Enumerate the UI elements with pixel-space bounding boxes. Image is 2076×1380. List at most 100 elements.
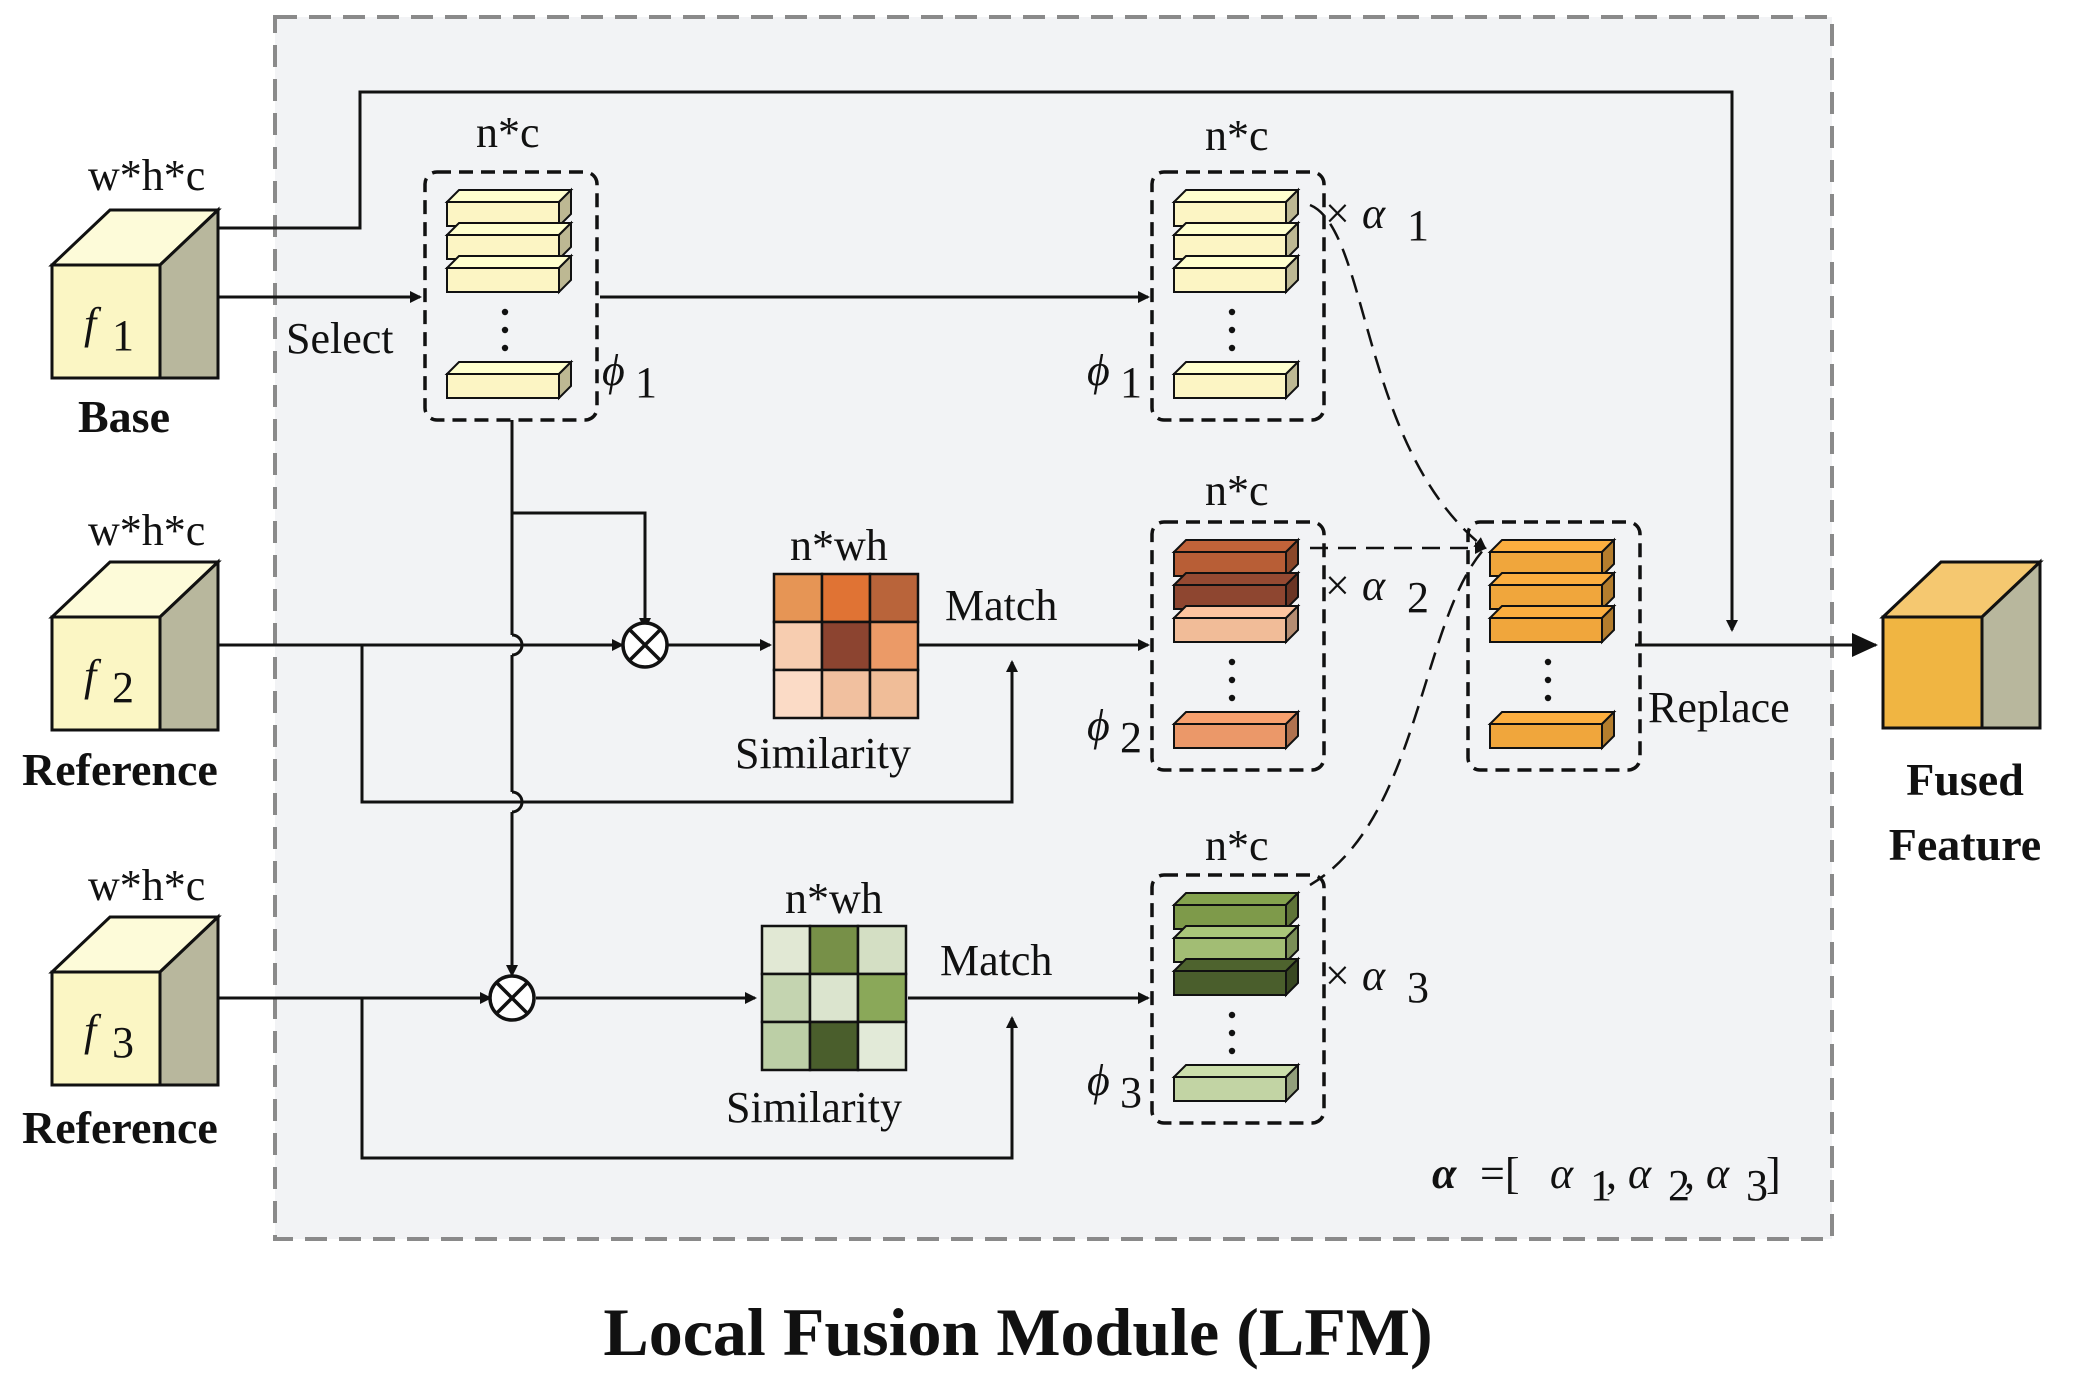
svg-text:α: α [1550,1149,1574,1198]
phi2-stack-bar-3 [1171,603,1301,645]
phi2-stack-bar-last [1171,709,1301,751]
select-stack [423,170,599,422]
fused-feature-cube [1879,558,2044,730]
fused-stack [1466,520,1642,772]
svg-text:1: 1 [1590,1161,1612,1210]
select-stack-bar-1 [444,187,574,229]
similarity-grid-1-cell [772,668,824,720]
phi1-stack-bar-1 [1171,187,1301,229]
similarity-grid-1-cell [820,620,872,672]
phi3-stack-bar-2 [1171,923,1301,965]
feature-stacks [423,170,1642,1125]
input-f3-dims: w*h*c [88,861,205,910]
similarity-grid-1-cell [820,668,872,720]
similarity-grid-1-cell [772,620,824,672]
input-f1-caption: Base [78,391,170,442]
similarity-grids [760,572,920,1072]
phi2-label: ϕ 2 [1087,701,1142,762]
match2-label: Match [940,936,1052,985]
phi3-stack-bar-3 [1171,956,1301,998]
svg-text:×: × [1325,189,1350,238]
similarity2-label: Similarity [726,1083,902,1132]
alpha3-label: × α 3 [1325,951,1429,1012]
svg-text:,: , [1684,1149,1695,1198]
input-cube-f2: f 2 [48,558,222,732]
phi2-stack-dims: n*c [1205,466,1269,515]
svg-text:2: 2 [1668,1161,1690,1210]
svg-text:1: 1 [1120,358,1142,407]
output-line1: Fused [1906,754,2024,805]
phi-select: ϕ 1 [602,346,657,407]
similarity-grid-1-cell [868,620,920,672]
fused-stack-bar-1 [1487,537,1617,579]
svg-text:3: 3 [1746,1161,1768,1210]
phi3-stack-bar-1 [1171,890,1301,932]
similarity-grid-2-cell [856,1020,908,1072]
input-f2-dims: w*h*c [88,506,205,555]
match1-label: Match [945,581,1057,630]
similarity-grid-2-cell [856,972,908,1024]
svg-text:α: α [1362,951,1386,1000]
select-stack-bar-3 [444,253,574,295]
svg-text:α: α [1362,561,1386,610]
svg-text:α: α [1628,1149,1652,1198]
alpha2-label: × α 2 [1325,561,1429,622]
replace-label: Replace [1648,683,1790,732]
diagram-title: Local Fusion Module (LFM) [603,1294,1432,1370]
svg-text:1: 1 [635,358,657,407]
phi2-stack-ellipsis [1228,658,1236,702]
phi2-stack-bar-1 [1171,537,1301,579]
similarity-grid-2 [760,924,908,1072]
multiply-op-2 [488,974,536,1022]
svg-text:×: × [1325,951,1350,1000]
phi1-stack-bar-2 [1171,220,1301,262]
similarity1-dims: n*wh [790,521,888,570]
similarity-grid-2-cell [760,1020,812,1072]
phi2-stack-bar-2 [1171,570,1301,612]
svg-text:3: 3 [1407,963,1429,1012]
svg-text:2: 2 [1120,713,1142,762]
svg-text:×: × [1325,561,1350,610]
svg-text:α: α [1432,1149,1457,1198]
phi3-stack-ellipsis [1228,1011,1236,1055]
phi3-stack-bar-last [1171,1062,1301,1104]
svg-text:,: , [1606,1149,1617,1198]
select-stack-bar-last [444,359,574,401]
similarity-grid-1-cell [868,668,920,720]
multiply-op-1 [621,621,669,669]
alpha-formula: α =[ α 1 , α 2 , α 3 ] [1432,1149,1781,1210]
similarity-grid-1-cell [772,572,824,624]
svg-text:1: 1 [1407,201,1429,250]
connectors [218,90,1878,1160]
phi1-label: ϕ 1 [1087,346,1142,407]
svg-text:2: 2 [1407,573,1429,622]
similarity-grid-1-cell [820,572,872,624]
fused-stack-bar-2 [1487,570,1617,612]
input-f1-sub: 1 [112,311,134,360]
similarity-grid-2-cell [760,924,812,976]
svg-text:ϕ: ϕ [1087,701,1110,750]
fused-stack-bar-3 [1487,603,1617,645]
svg-text:α: α [1706,1149,1730,1198]
input-f3-caption: Reference [22,1102,218,1153]
svg-text:α: α [1362,189,1386,238]
svg-text:ϕ: ϕ [602,346,625,395]
svg-text:3: 3 [1120,1068,1142,1117]
select-label: Select [286,314,394,363]
svg-text:=[: =[ [1480,1149,1519,1198]
input-f2-caption: Reference [22,744,218,795]
similarity-grid-2-cell [808,924,860,976]
similarity-grid-2-cell [808,972,860,1024]
similarity1-label: Similarity [735,729,911,778]
svg-text:ϕ: ϕ [1087,346,1110,395]
svg-text:]: ] [1766,1149,1781,1198]
input-cube-f1: f 1 [48,206,222,380]
fused-stack-bar-last [1487,709,1617,751]
phi3-stack-dims: n*c [1205,821,1269,870]
replace-curves [1309,203,1487,887]
select-stack-bar-2 [444,220,574,262]
phi1-stack-dims: n*c [1205,111,1269,160]
output-line2: Feature [1889,819,2041,870]
alpha1-label: × α 1 [1325,189,1429,250]
